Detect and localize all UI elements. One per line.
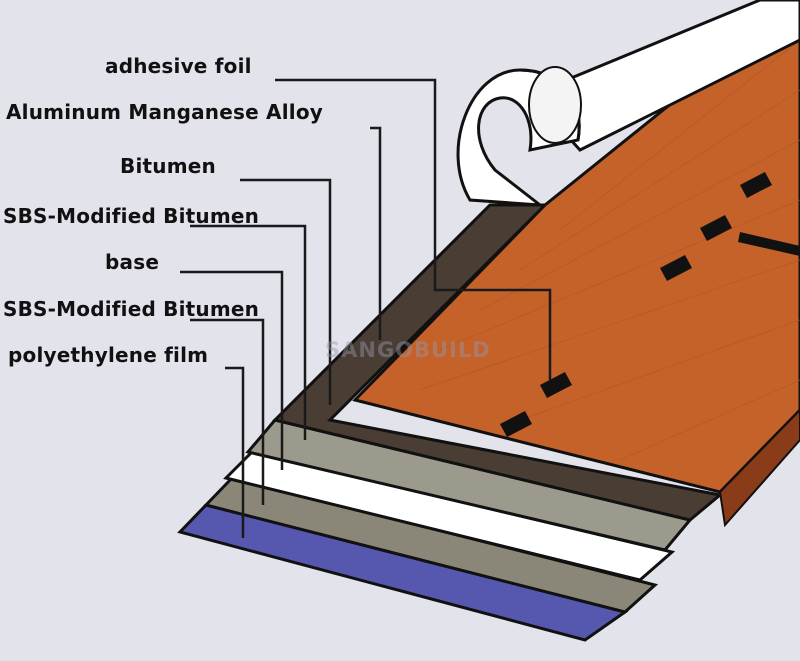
label-polyethylene-film: polyethylene film [8,343,209,367]
leader-bitumen [240,178,332,405]
label-bitumen: Bitumen [120,154,216,178]
leader-sbs-bottom [190,318,265,505]
release-paper-roll-icon [456,0,800,207]
label-base: base [105,250,160,274]
leader-polyethylene [225,366,245,538]
leader-sbs-top [190,224,307,440]
label-sbs-modified-bitumen-bottom: SBS-Modified Bitumen [3,297,260,321]
leader-adhesive-foil [275,78,552,380]
label-sbs-modified-bitumen-top: SBS-Modified Bitumen [3,204,260,228]
leader-base [180,270,284,470]
foil-perforations [500,172,800,437]
leader-lines [180,78,552,538]
watermark: SANGOBUILD [325,338,491,362]
label-adhesive-foil: adhesive foil [105,54,252,78]
layer-adhesive-foil-edge [718,408,800,528]
leader-aluminum [370,126,382,340]
foil-texture [419,39,800,461]
label-aluminum-manganese-alloy: Aluminum Manganese Alloy [6,100,323,124]
